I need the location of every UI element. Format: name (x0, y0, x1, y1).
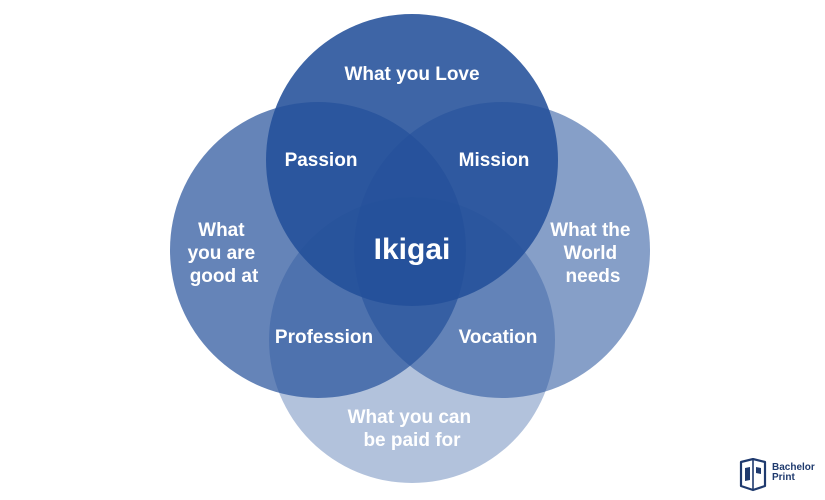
logo-line2: Print (772, 472, 795, 483)
label-mission: Mission (459, 150, 530, 171)
label-what-you-love: What you Love (344, 64, 479, 85)
book-logo-icon (739, 458, 767, 492)
label-good-at-line2: you are (188, 243, 256, 264)
label-paid-for-line2: be paid for (363, 430, 461, 451)
label-world-needs-line2: World (564, 243, 617, 264)
logo-wordmark: Bachelor Print (772, 463, 815, 483)
bachelor-print-logo: Bachelor Print (738, 458, 820, 492)
label-passion: Passion (285, 150, 358, 171)
label-world-needs-line3: needs (566, 266, 621, 287)
label-good-at-line1: What (198, 220, 245, 241)
label-vocation: Vocation (459, 327, 538, 348)
label-world-needs: What the World needs (550, 220, 636, 287)
label-world-needs-line1: What the (550, 220, 630, 241)
circle-love (266, 14, 558, 306)
label-paid-for: What you can be paid for (348, 407, 477, 451)
logo-line1: Bachelor (772, 462, 815, 473)
label-paid-for-line1: What you can (348, 407, 472, 428)
label-ikigai: Ikigai (374, 233, 451, 266)
label-good-at: What you are good at (188, 220, 261, 287)
label-good-at-line3: good at (190, 266, 259, 287)
label-profession: Profession (275, 327, 373, 348)
